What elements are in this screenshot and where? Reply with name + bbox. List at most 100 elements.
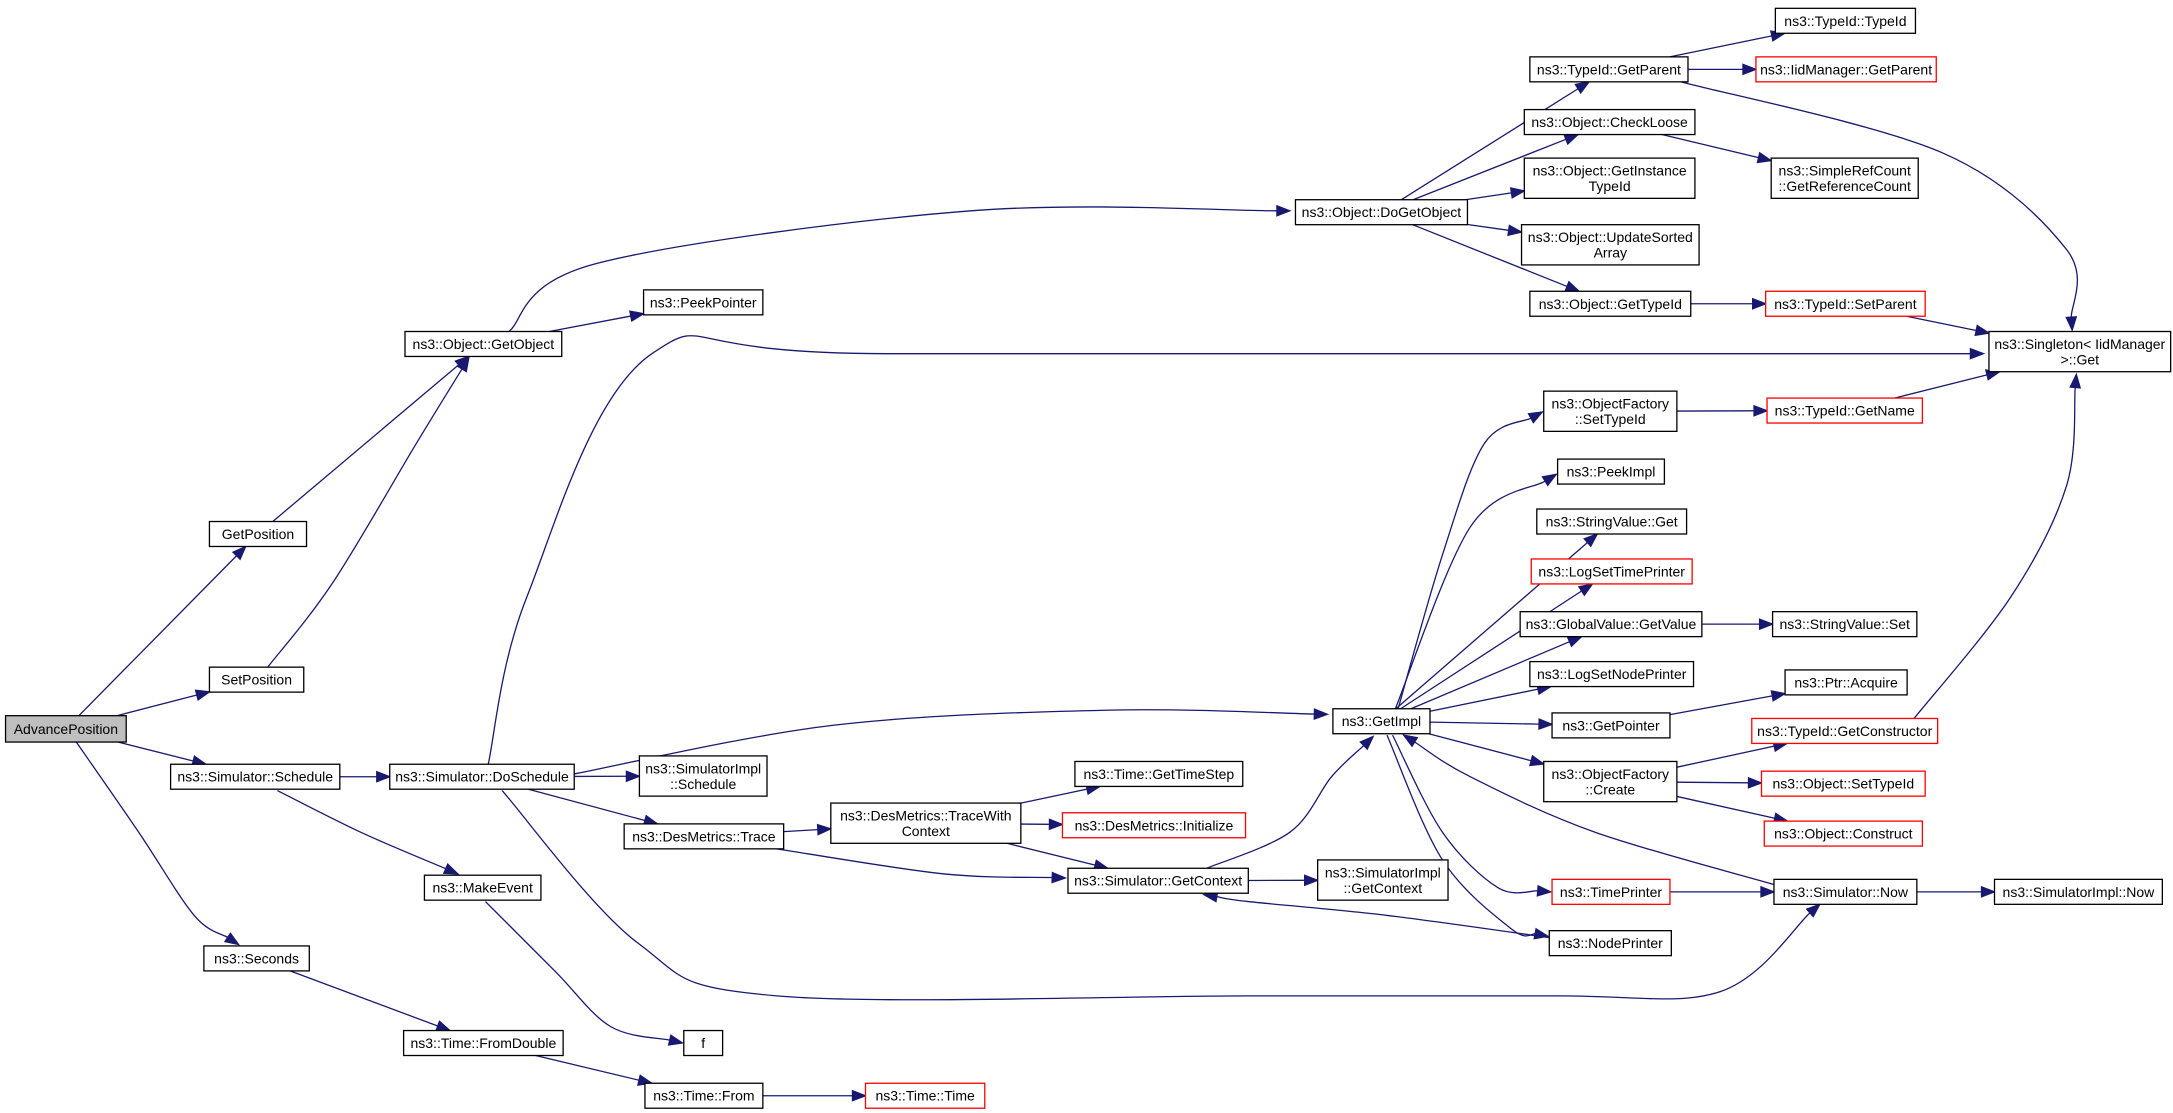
edge-line (289, 970, 438, 1027)
edge-arrowhead (1536, 884, 1553, 897)
node-box (1074, 760, 1244, 788)
edge-line (1412, 224, 1568, 288)
node-label: ::Schedule (670, 776, 736, 792)
node-time-time[interactable]: ns3::Time::Time (864, 1082, 986, 1109)
node-box (423, 874, 542, 901)
node-box (402, 1029, 564, 1057)
node-label: Array (1594, 245, 1627, 261)
node-typeid-getname[interactable]: ns3::TypeId::GetName (1766, 397, 1924, 424)
edge-arrowhead (1753, 404, 1769, 417)
node-time-from[interactable]: ns3::Time::From (644, 1082, 764, 1109)
node-object-construct[interactable]: ns3::Object::Construct (1763, 820, 1924, 847)
edge-desmetrics-trace-to-desmetrics-tracewithcontext (783, 823, 833, 836)
node-getimpl[interactable]: ns3::GetImpl (1332, 708, 1431, 735)
edge-line (549, 315, 631, 333)
edge-object-getobject-to-peekpointer (549, 310, 646, 333)
node-object-gettypeid[interactable]: ns3::Object::GetTypeId (1529, 290, 1692, 317)
node-label: ns3::SimulatorImpl (645, 760, 761, 776)
edge-line (1394, 480, 1546, 710)
node-peekimpl[interactable]: ns3::PeekImpl (1556, 458, 1666, 485)
node-object-settypeid[interactable]: ns3::Object::SetTypeId (1760, 770, 1926, 797)
node-f[interactable]: f (683, 1029, 724, 1057)
node-stringvalue-set[interactable]: ns3::StringValue::Set (1771, 611, 1918, 638)
edge-desmetrics-trace-to-simulator-getcontext (776, 848, 1068, 884)
node-objectfactory-create[interactable]: ns3::ObjectFactory::Create (1543, 760, 1678, 803)
edge-getimpl-to-getpointer (1429, 718, 1554, 731)
node-ptr-acquire[interactable]: ns3::Ptr::Acquire (1784, 669, 1908, 696)
node-label: ns3::Object::GetObject (413, 336, 555, 352)
node-typeid-setparent[interactable]: ns3::TypeId::SetParent (1765, 290, 1926, 317)
node-desmetrics-trace[interactable]: ns3::DesMetrics::Trace (623, 823, 785, 850)
node-simulator-now[interactable]: ns3::Simulator::Now (1773, 878, 1918, 905)
node-setposition[interactable]: SetPosition (208, 666, 305, 693)
node-simulatorimpl-schedule[interactable]: ns3::SimulatorImpl::Schedule (638, 755, 768, 797)
node-logsetnodeprinter[interactable]: ns3::LogSetNodePrinter (1529, 660, 1695, 688)
node-timeprinter[interactable]: ns3::TimePrinter (1551, 878, 1671, 905)
edge-arrowhead (1742, 63, 1758, 76)
node-object-checkloose[interactable]: ns3::Object::CheckLoose (1523, 108, 1696, 136)
node-box (404, 330, 563, 358)
node-label: ns3::TypeId::GetName (1775, 403, 1915, 419)
node-objectfactory-settypeid[interactable]: ns3::ObjectFactory::SetTypeId (1543, 390, 1678, 433)
node-simulator-doschedule[interactable]: ns3::Simulator::DoSchedule (389, 763, 575, 790)
edge-timeprinter-to-simulator-now (1669, 885, 1776, 898)
node-peekpointer[interactable]: ns3::PeekPointer (642, 289, 764, 316)
node-object-dogetobject[interactable]: ns3::Object::DoGetObject (1294, 199, 1469, 226)
edge-arrowhead (667, 1034, 685, 1046)
edge-line (1386, 734, 1536, 937)
node-box (1530, 558, 1693, 585)
node-box (1061, 812, 1247, 839)
edge-object-checkloose-to-simplerefcount-getreferencecount (1661, 133, 1773, 164)
node-box (1556, 458, 1666, 485)
node-logsettimeprinter[interactable]: ns3::LogSetTimePrinter (1530, 558, 1693, 585)
node-simplerefcount-getreferencecount[interactable]: ns3::SimpleRefCount::GetReferenceCount (1770, 157, 1919, 199)
edge-simulator-schedule-to-simulator-doschedule (339, 770, 392, 783)
node-seconds[interactable]: ns3::Seconds (203, 945, 310, 972)
node-box (623, 823, 785, 850)
node-box (1548, 930, 1672, 957)
edge-time-fromdouble-to-time-from (535, 1054, 654, 1086)
function-nodes: AdvancePositionGetPositionSetPositionns3… (4, 7, 2172, 1109)
node-time-gettimestep[interactable]: ns3::Time::GetTimeStep (1074, 760, 1244, 788)
node-globalvalue-getvalue[interactable]: ns3::GlobalValue::GetValue (1519, 611, 1703, 638)
node-box (389, 763, 575, 790)
node-simulatorimpl-getcontext[interactable]: ns3::SimulatorImpl::GetContext (1317, 859, 1449, 901)
node-typeid-getconstructor[interactable]: ns3::TypeId::GetConstructor (1751, 717, 1939, 745)
node-singleton-get[interactable]: ns3::Singleton< IidManager>::Get (1988, 330, 2172, 373)
edge-line (1400, 88, 1579, 201)
node-object-getobject[interactable]: ns3::Object::GetObject (404, 330, 563, 358)
node-label: ::SetTypeId (1575, 411, 1646, 427)
node-label: f (701, 1035, 705, 1051)
node-label: ns3::Simulator::GetContext (1074, 873, 1242, 889)
edge-getimpl-to-objectfactory-settypeid (1397, 411, 1544, 709)
edge-arrowhead (1359, 735, 1375, 751)
node-label: ns3::NodePrinter (1558, 935, 1663, 951)
node-stringvalue-get[interactable]: ns3::StringValue::Get (1536, 508, 1688, 535)
edge-line (1676, 745, 1775, 768)
node-iidmanager-getparent[interactable]: ns3::IidManager::GetParent (1755, 56, 1937, 83)
edge-object-getobject-to-object-dogetobject (508, 204, 1292, 333)
node-desmetrics-initialize[interactable]: ns3::DesMetrics::Initialize (1061, 812, 1247, 839)
edge-line (1410, 641, 1570, 710)
node-typeid-getparent[interactable]: ns3::TypeId::GetParent (1529, 56, 1689, 83)
edge-line (1913, 387, 2076, 719)
node-simulatorimpl-now[interactable]: ns3::SimulatorImpl::Now (1993, 878, 2163, 905)
edge-object-dogetobject-to-object-updatesortedarray (1467, 223, 1524, 237)
node-time-fromdouble[interactable]: ns3::Time::FromDouble (402, 1029, 564, 1057)
node-getpointer[interactable]: ns3::GetPointer (1551, 712, 1671, 739)
node-makeevent[interactable]: ns3::MakeEvent (423, 874, 542, 901)
node-typeid-typeid[interactable]: ns3::TypeId::TypeId (1774, 7, 1917, 34)
node-box (1519, 611, 1703, 638)
node-box (203, 945, 310, 972)
edge-simulator-doschedule-to-getimpl (574, 708, 1330, 775)
node-label: GetPosition (222, 526, 294, 542)
node-getposition[interactable]: GetPosition (208, 520, 308, 548)
node-nodeprinter[interactable]: ns3::NodePrinter (1548, 930, 1672, 957)
node-simulator-schedule[interactable]: ns3::Simulator::Schedule (169, 763, 341, 790)
node-box (1993, 878, 2163, 905)
node-label: ::GetContext (1344, 880, 1423, 896)
node-simulator-getcontext[interactable]: ns3::Simulator::GetContext (1067, 867, 1249, 894)
